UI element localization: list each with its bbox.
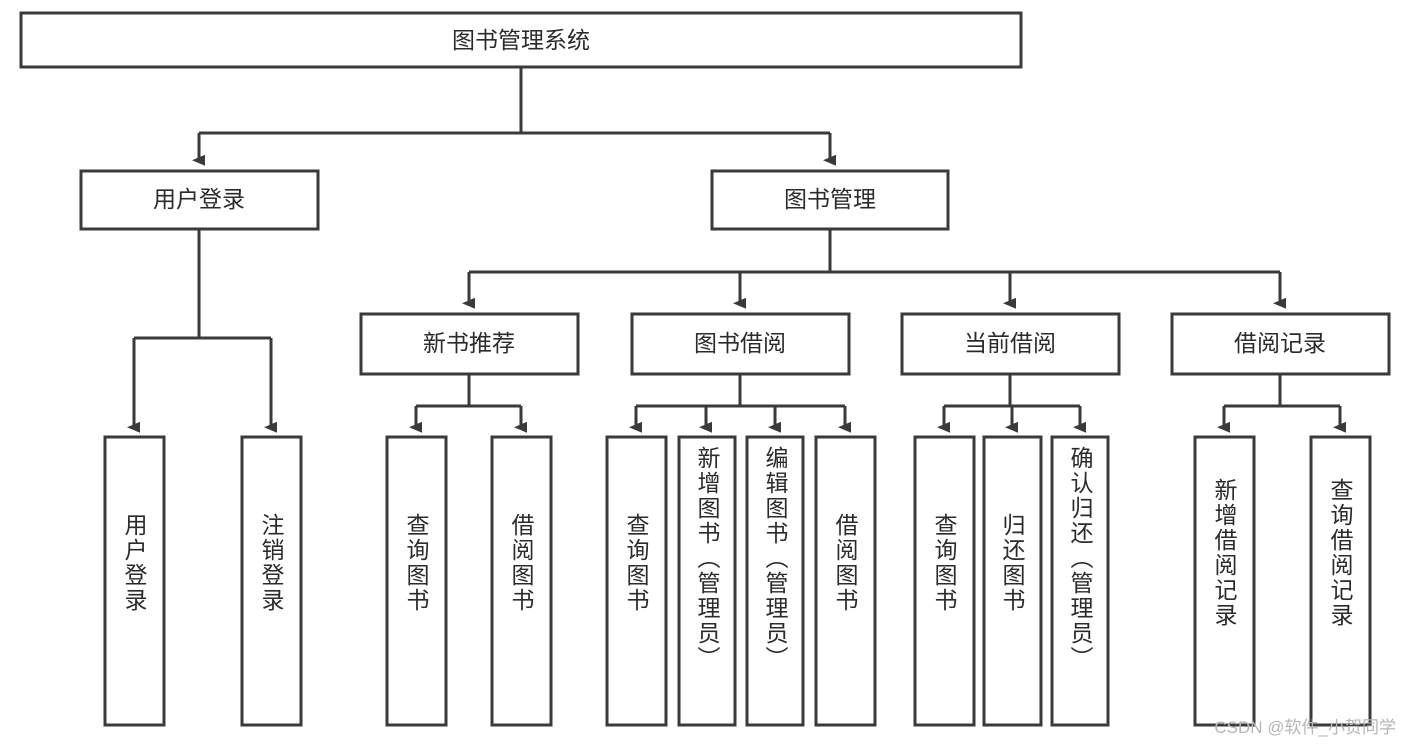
- leaf-add-book-label: 新增图书（管理员）: [694, 446, 721, 671]
- leaf-add-record[interactable]: 新增借阅记录: [1193, 435, 1256, 727]
- leaf-add-record-box[interactable]: [1193, 435, 1256, 727]
- leaf-query-book-2-label: 查询图书: [623, 513, 650, 613]
- leaf-borrow-book-2-label: 借阅图书: [832, 513, 859, 613]
- leaf-return-book-box[interactable]: [982, 435, 1043, 727]
- leaf-query-book-2[interactable]: 查询图书: [605, 435, 668, 727]
- leaf-query-book-1-box[interactable]: [385, 435, 448, 727]
- node-borrow-record-label: 借阅记录: [1234, 330, 1326, 356]
- node-new-book-rec[interactable]: 新书推荐: [359, 312, 580, 376]
- node-current-borrow-label: 当前借阅: [964, 330, 1056, 356]
- leaf-user-login-label: 用户登录: [121, 513, 148, 613]
- node-current-borrow[interactable]: 当前借阅: [900, 312, 1121, 376]
- node-borrow-record-box[interactable]: [1170, 312, 1391, 376]
- leaf-return-book-label: 归还图书: [999, 513, 1026, 613]
- leaf-edit-book-label: 编辑图书（管理员）: [762, 446, 789, 671]
- node-book-borrow[interactable]: 图书借阅: [630, 312, 851, 376]
- leaf-confirm-return-box[interactable]: [1050, 435, 1110, 727]
- node-user-login-box[interactable]: [79, 169, 320, 231]
- leaf-query-book-1[interactable]: 查询图书: [385, 435, 448, 727]
- leaf-add-record-label: 新增借阅记录: [1211, 478, 1238, 628]
- leaf-query-book-3[interactable]: 查询图书: [913, 435, 976, 727]
- leaf-logout-box[interactable]: [240, 435, 303, 727]
- leaf-edit-book-box[interactable]: [745, 435, 805, 727]
- node-book-manage-box[interactable]: [710, 169, 950, 231]
- node-new-book-rec-label: 新书推荐: [423, 330, 515, 356]
- leaf-add-book-box[interactable]: [677, 435, 737, 727]
- leaf-logout-label: 注销登录: [258, 513, 285, 613]
- leaf-borrow-book-1-label: 借阅图书: [508, 513, 535, 613]
- leaf-query-record-label: 查询借阅记录: [1327, 478, 1354, 628]
- leaf-user-login[interactable]: 用户登录: [103, 435, 166, 727]
- node-user-login[interactable]: 用户登录: [79, 169, 320, 231]
- node-root-box[interactable]: [19, 11, 1023, 69]
- node-new-book-rec-box[interactable]: [359, 312, 580, 376]
- leaf-user-login-box[interactable]: [103, 435, 166, 727]
- leaf-query-book-1-label: 查询图书: [403, 513, 430, 613]
- node-book-borrow-box[interactable]: [630, 312, 851, 376]
- leaf-query-book-2-box[interactable]: [605, 435, 668, 727]
- connector-layer: [127, 67, 1346, 433]
- leaf-confirm-return-label: 确认归还（管理员）: [1067, 446, 1094, 671]
- leaf-query-record[interactable]: 查询借阅记录: [1309, 435, 1372, 727]
- node-book-manage-label: 图书管理: [784, 186, 876, 212]
- leaf-logout[interactable]: 注销登录: [240, 435, 303, 727]
- leaf-query-book-3-box[interactable]: [913, 435, 976, 727]
- node-current-borrow-box[interactable]: [900, 312, 1121, 376]
- leaf-borrow-book-2[interactable]: 借阅图书: [814, 435, 877, 727]
- leaf-edit-book[interactable]: 编辑图书（管理员）: [745, 435, 805, 727]
- leaf-borrow-book-2-box[interactable]: [814, 435, 877, 727]
- csdn-watermark: CSDN @软件_小贺同学: [1214, 718, 1396, 737]
- node-book-borrow-label: 图书借阅: [694, 330, 786, 356]
- leaf-add-book[interactable]: 新增图书（管理员）: [677, 435, 737, 727]
- leaf-query-book-3-label: 查询图书: [931, 513, 958, 613]
- leaf-confirm-return[interactable]: 确认归还（管理员）: [1050, 435, 1110, 727]
- node-book-manage[interactable]: 图书管理: [710, 169, 950, 231]
- leaf-return-book[interactable]: 归还图书: [982, 435, 1043, 727]
- node-borrow-record[interactable]: 借阅记录: [1170, 312, 1391, 376]
- node-user-login-label: 用户登录: [153, 186, 245, 212]
- leaf-borrow-book-1[interactable]: 借阅图书: [490, 435, 553, 727]
- leaf-borrow-book-1-box[interactable]: [490, 435, 553, 727]
- node-root[interactable]: 图书管理系统: [19, 11, 1023, 69]
- leaf-query-record-box[interactable]: [1309, 435, 1372, 727]
- node-root-label: 图书管理系统: [452, 27, 590, 53]
